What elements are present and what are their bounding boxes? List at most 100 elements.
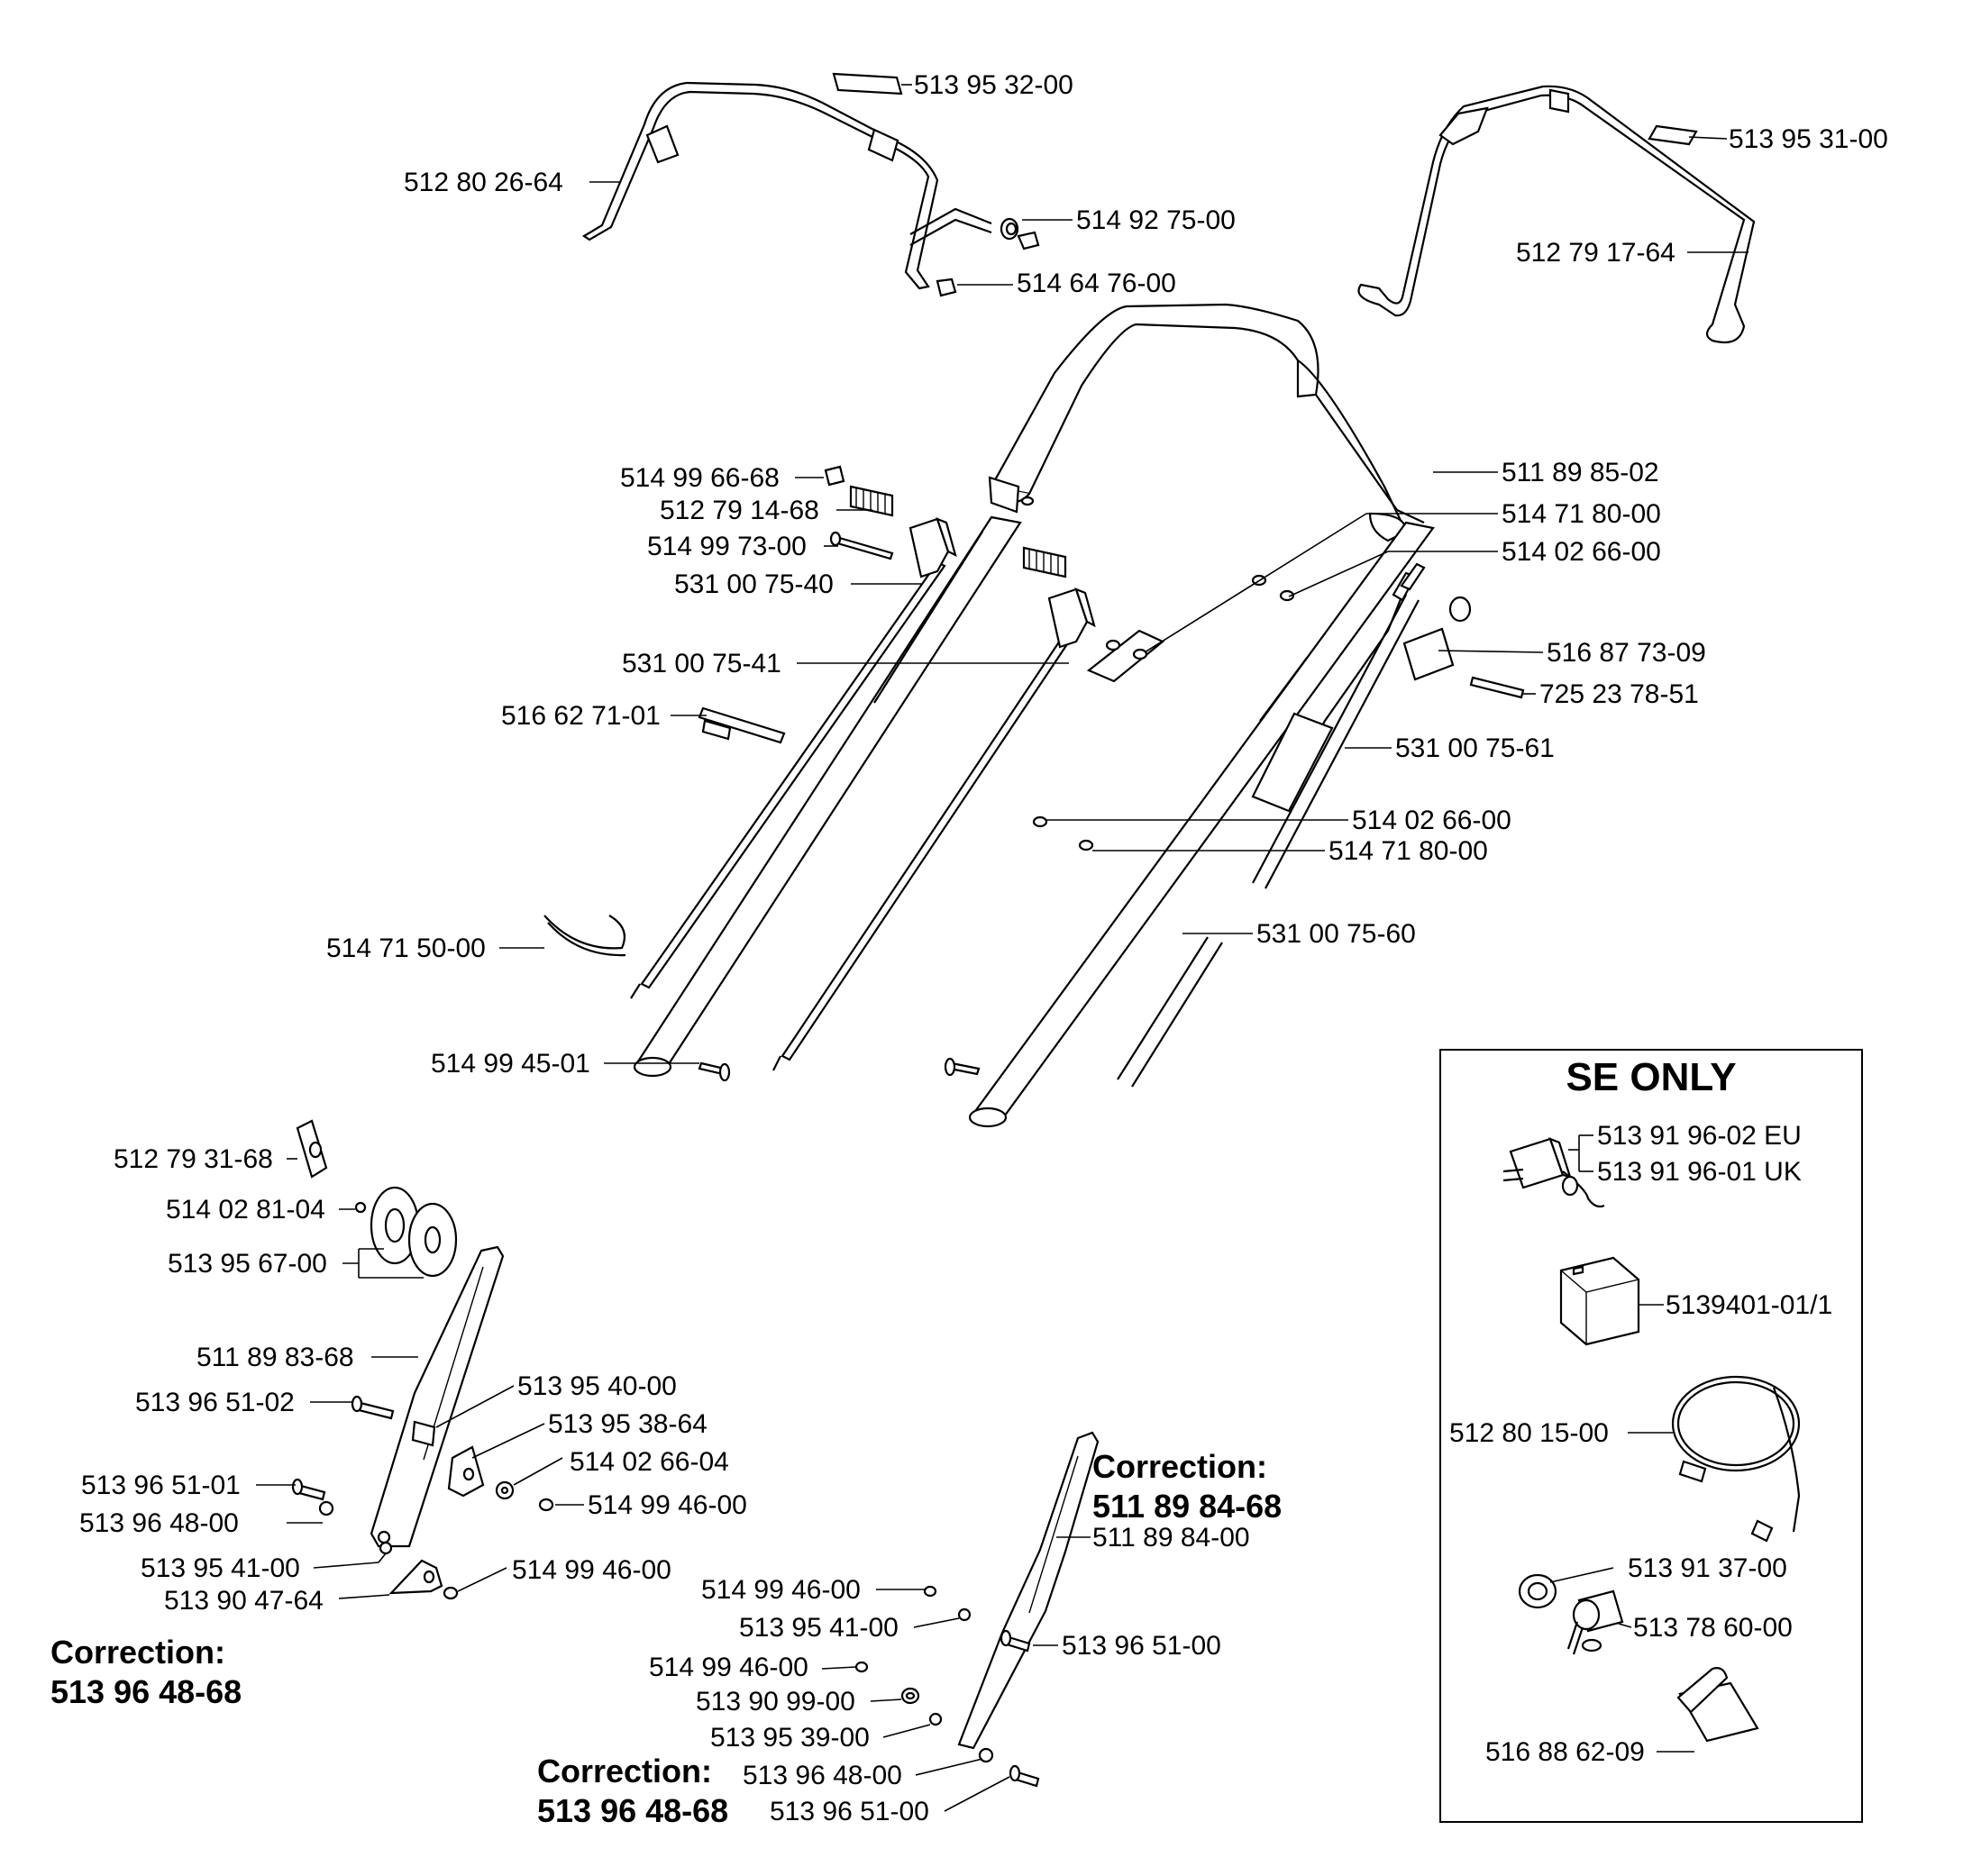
spacer-513-95-39-00-part [928,1712,943,1726]
screw-725-23-78-51-part [1469,676,1525,699]
lower-tube-left-part [633,515,1022,1078]
label-531-00-75-41: 531 00 75-41 [622,649,781,678]
washer-514-02-81-04-part [354,1201,367,1214]
label-513-95-67-00: 513 95 67-00 [168,1249,327,1279]
label-513-95-41-00-b: 513 95 41-00 [739,1613,899,1643]
control-rod-531-00-75-41-part [772,620,1082,1071]
washer-514-02-66-00-lower-part [1032,815,1048,828]
label-514-99-46-00-d: 514 99 46-00 [649,1653,808,1682]
label-512-79-17-64: 512 79 17-64 [1516,238,1675,268]
nut-513-96-48-00-left-part [318,1500,334,1516]
label-513-95-31-00: 513 95 31-00 [1729,124,1888,154]
label-512-79-31-68: 512 79 31-68 [114,1144,273,1174]
label-516-88-62-09: 516 88 62-09 [1485,1737,1645,1767]
lower-tube-right-part [968,521,1435,1128]
correction-3-number: 513 96 48-68 [537,1792,728,1829]
label-513-95-38-64: 513 95 38-64 [548,1409,708,1439]
label-514-71-80-00-a: 514 71 80-00 [1502,499,1661,529]
leader-lines [256,84,1748,1812]
knob-512-79-31-68-part [296,1119,328,1179]
plate-513-95-38-64-part [447,1445,485,1498]
se-only-title: SE ONLY [1566,1055,1736,1099]
bezel-513-91-37-00-part [1518,1573,1557,1609]
spring-upper-right-part [1022,546,1067,578]
cap-514-64-76-00-part [936,278,957,297]
label-531-00-75-40: 531 00 75-40 [674,569,834,599]
label-513-96-48-00-a: 513 96 48-00 [79,1508,239,1538]
lever-arm-511-89-84-00-part [957,1431,1100,1750]
label-514-02-81-04: 514 02 81-04 [166,1195,325,1225]
label-511-89-84-00: 511 89 84-00 [1092,1523,1250,1553]
label-514-92-75-00: 514 92 75-00 [1076,205,1236,235]
bolt-513-96-51-02-part [351,1395,395,1420]
label-513-96-51-02: 513 96 51-02 [135,1388,295,1417]
label-516-87-73-09: 516 87 73-09 [1547,638,1706,668]
correction-1-number: 511 89 84-68 [1092,1488,1282,1525]
decal-513-95-31-00-part [1648,124,1698,146]
label-514-99-46-00-b: 514 99 46-00 [512,1555,671,1585]
cable-harness-512-80-15-00-part [1671,1375,1801,1543]
screw-513-96-51-01-part [291,1478,326,1501]
label-516-62-71-01: 516 62 71-01 [501,701,661,731]
washer-514-02-66-04-part [495,1480,515,1500]
label-513-95-41-00-a: 513 95 41-00 [141,1553,300,1583]
label-514-02-66-00-b: 514 02 66-00 [1352,806,1511,835]
knob-514-92-75-00-part [1000,217,1040,250]
label-513-91-96-01-uk: 513 91 96-01 UK [1597,1157,1802,1187]
label-513-96-51-00-b: 513 96 51-00 [770,1797,929,1826]
control-rod-531-00-75-40-part [630,560,946,999]
label-514-99-73-00: 514 99 73-00 [647,532,807,561]
label-513-96-48-00-b: 513 96 48-00 [743,1761,902,1790]
label-514-02-66-00-a: 514 02 66-00 [1502,537,1661,567]
label-514-99-46-00-c: 514 99 46-00 [701,1575,861,1605]
nut-514-71-80-00-lower-part [1078,839,1094,851]
label-514-64-76-00: 514 64 76-00 [1017,269,1176,298]
nut-514-99-46-00-c-part [923,1585,937,1598]
label-531-00-75-61: 531 00 75-61 [1395,733,1555,763]
battery-5139401-part [1559,1256,1640,1346]
screw-513-96-51-00-b-part [1009,1764,1040,1788]
label-512-79-14-68: 512 79 14-68 [660,496,819,525]
label-513-95-32-00: 513 95 32-00 [914,70,1073,100]
washer-514-02-66-00-upper-part [1279,589,1295,602]
label-513-95-39-00: 513 95 39-00 [710,1723,870,1753]
label-513-78-60-00: 513 78 60-00 [1633,1613,1793,1643]
nut-514-99-46-00-part [443,1498,554,1600]
label-5139401-01-1: 5139401-01/1 [1666,1290,1832,1320]
spring-512-79-14-68-part [849,485,894,517]
label-514-02-66-04: 514 02 66-04 [570,1447,729,1477]
ignition-switch-513-78-60-00-part [1566,1589,1624,1655]
label-513-90-99-00: 513 90 99-00 [696,1687,855,1717]
decal-513-95-32-00-part [832,72,903,96]
label-513-96-51-00-a: 513 96 51-00 [1062,1631,1221,1661]
label-512-80-15-00: 512 80 15-00 [1449,1418,1609,1448]
pin-513-95-40-00-part [411,1420,436,1447]
screw-right-tube-part [944,1057,981,1077]
correction-2-number: 513 96 48-68 [50,1673,242,1710]
label-513-91-37-00: 513 91 37-00 [1628,1553,1787,1583]
cable-tie-514-71-50-00-part [543,915,626,957]
correction-2-title: Correction: [50,1634,225,1671]
bail-handle-left-part [581,81,992,290]
label-511-89-83-68: 511 89 83-68 [196,1343,354,1372]
label-514-71-80-00-b: 514 71 80-00 [1328,836,1488,866]
label-514-99-45-01: 514 99 45-01 [431,1049,590,1079]
label-531-00-75-60: 531 00 75-60 [1256,919,1416,949]
spacer-513-95-41-00-b-part [957,1607,972,1622]
correction-1-title: Correction: [1092,1448,1267,1485]
label-513-95-40-00: 513 95 40-00 [517,1371,677,1401]
correction-3-title: Correction: [537,1753,712,1789]
label-511-89-85-02: 511 89 85-02 [1502,458,1659,487]
label-514-99-46-00-a: 514 99 46-00 [588,1490,747,1520]
clamp-516-87-73-09-part [1402,596,1472,681]
label-725-23-78-51: 725 23 78-51 [1539,679,1699,709]
cap-514-99-66-68-part [824,465,845,487]
se-only-box [1439,1049,1863,1823]
main-handle-part [988,303,1425,542]
label-514-99-66-68: 514 99 66-68 [620,463,780,493]
bolt-516-62-71-01-part [698,706,786,744]
label-512-80-26-64: 512 80 26-64 [404,168,563,197]
label-513-90-47-64: 513 90 47-64 [164,1586,324,1616]
bail-handle-right-part [1357,85,1756,344]
